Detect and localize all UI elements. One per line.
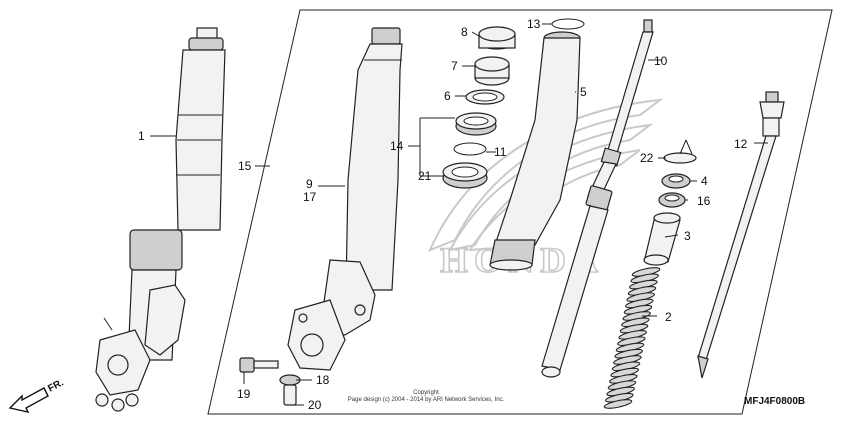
callout-1: 1 [138,129,145,143]
callout-10: 10 [654,54,668,68]
callout-11: 11 [494,145,507,159]
drain-bolt-18-20 [279,374,301,406]
oil-seal-14 [455,112,497,136]
outer-tube-5 [489,31,581,271]
outer-tube-bracket [287,27,403,371]
bushing-8 [478,26,516,50]
callout-6: 6 [444,89,451,103]
fork-spring-2 [603,267,661,409]
exploded-view-frame [207,9,833,415]
leader-lines [150,23,768,406]
callout-3: 3 [684,229,691,243]
callout-4: 4 [701,174,708,188]
washer-22 [663,152,697,164]
clip-11 [453,142,487,156]
callout-20: 20 [308,398,322,412]
bushing-7 [474,56,510,86]
callout-5: 5 [580,85,587,99]
callout-22: 22 [640,151,654,165]
callout-12: 12 [734,137,748,151]
fork-assembly-1 [95,27,226,412]
ring-13 [551,18,585,30]
callout-21: 21 [418,169,432,183]
washer-6 [465,89,505,105]
damper-rod-10 [541,19,654,378]
callout-7: 7 [451,59,458,73]
callout-18: 18 [316,373,330,387]
copyright-line-1: Copyright [413,390,439,396]
spring-coil [603,399,633,409]
direction-label: FR. [46,377,66,394]
bolt-19 [239,357,279,373]
spacer-16 [658,192,686,208]
callouts: 1 2 3 4 5 6 7 8 9 10 11 12 13 14 15 16 1… [138,17,748,412]
diagram-code: MFJ4F0800B [744,396,805,407]
callout-15: 15 [238,159,252,173]
collar-3 [643,212,681,266]
fork-cap-rod-12 [697,91,785,379]
callout-16: 16 [697,194,711,208]
copyright-line-2: Page design (c) 2004 - 2014 by ARI Netwo… [348,397,505,403]
callout-17: 17 [303,190,317,204]
front-direction-arrow: FR. [8,377,66,414]
callout-8: 8 [461,25,468,39]
callout-2: 2 [665,310,672,324]
dust-seal-21 [442,162,488,189]
callout-9: 9 [306,177,313,191]
seal-4 [661,173,691,189]
callout-19: 19 [237,387,251,401]
callout-14: 14 [390,139,404,153]
callout-13: 13 [527,17,541,31]
